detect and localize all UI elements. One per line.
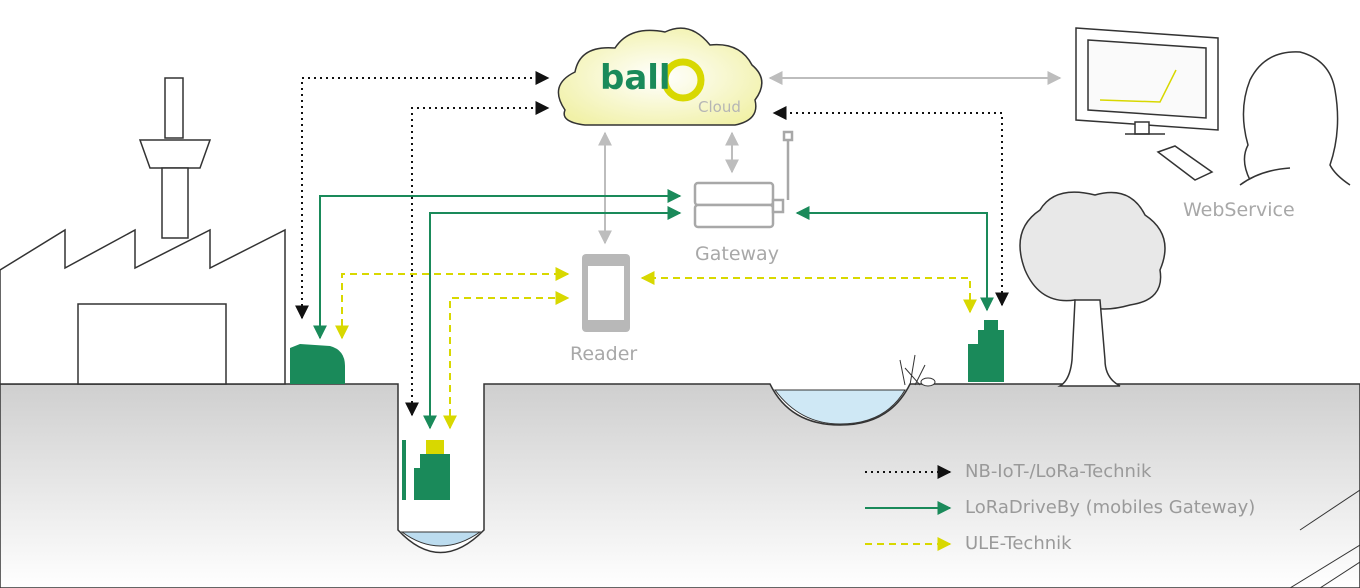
gateway-device	[693, 130, 794, 229]
ground	[0, 383, 1360, 588]
nbiot-links	[295, 71, 1009, 417]
corner-strokes	[1289, 489, 1360, 588]
sensor-shaft	[402, 440, 450, 500]
reader-label: Reader	[570, 343, 638, 365]
legend-lines	[865, 465, 952, 551]
ule-links	[335, 267, 977, 430]
cloud-label: Cloud	[698, 98, 741, 116]
sensor-left	[290, 344, 345, 384]
ball-logo-icon	[661, 58, 705, 102]
tree-illustration	[1019, 191, 1166, 387]
cloud-shape	[557, 27, 763, 126]
loradriveby-links	[313, 189, 994, 430]
factory-illustration	[0, 77, 286, 385]
legend-label-ule: ULE-Technik	[965, 533, 1072, 554]
brand-logo-text: ball	[600, 58, 671, 98]
monitor-illustration	[1075, 27, 1219, 135]
reader-device	[582, 254, 630, 332]
pond-grass	[899, 354, 936, 387]
shaft-water	[400, 531, 482, 547]
sensor-right	[968, 320, 1004, 382]
webservice-label: WebService	[1183, 199, 1295, 221]
legend-label-loradriveby: LoRaDriveBy (mobiles Gateway)	[965, 497, 1256, 518]
pond	[774, 389, 906, 425]
legend-label-nbiot: NB-IoT-/LoRa-Technik	[965, 461, 1152, 482]
person-illustration	[1239, 51, 1351, 186]
gateway-label: Gateway	[695, 243, 779, 265]
tablet-illustration	[1156, 145, 1214, 181]
